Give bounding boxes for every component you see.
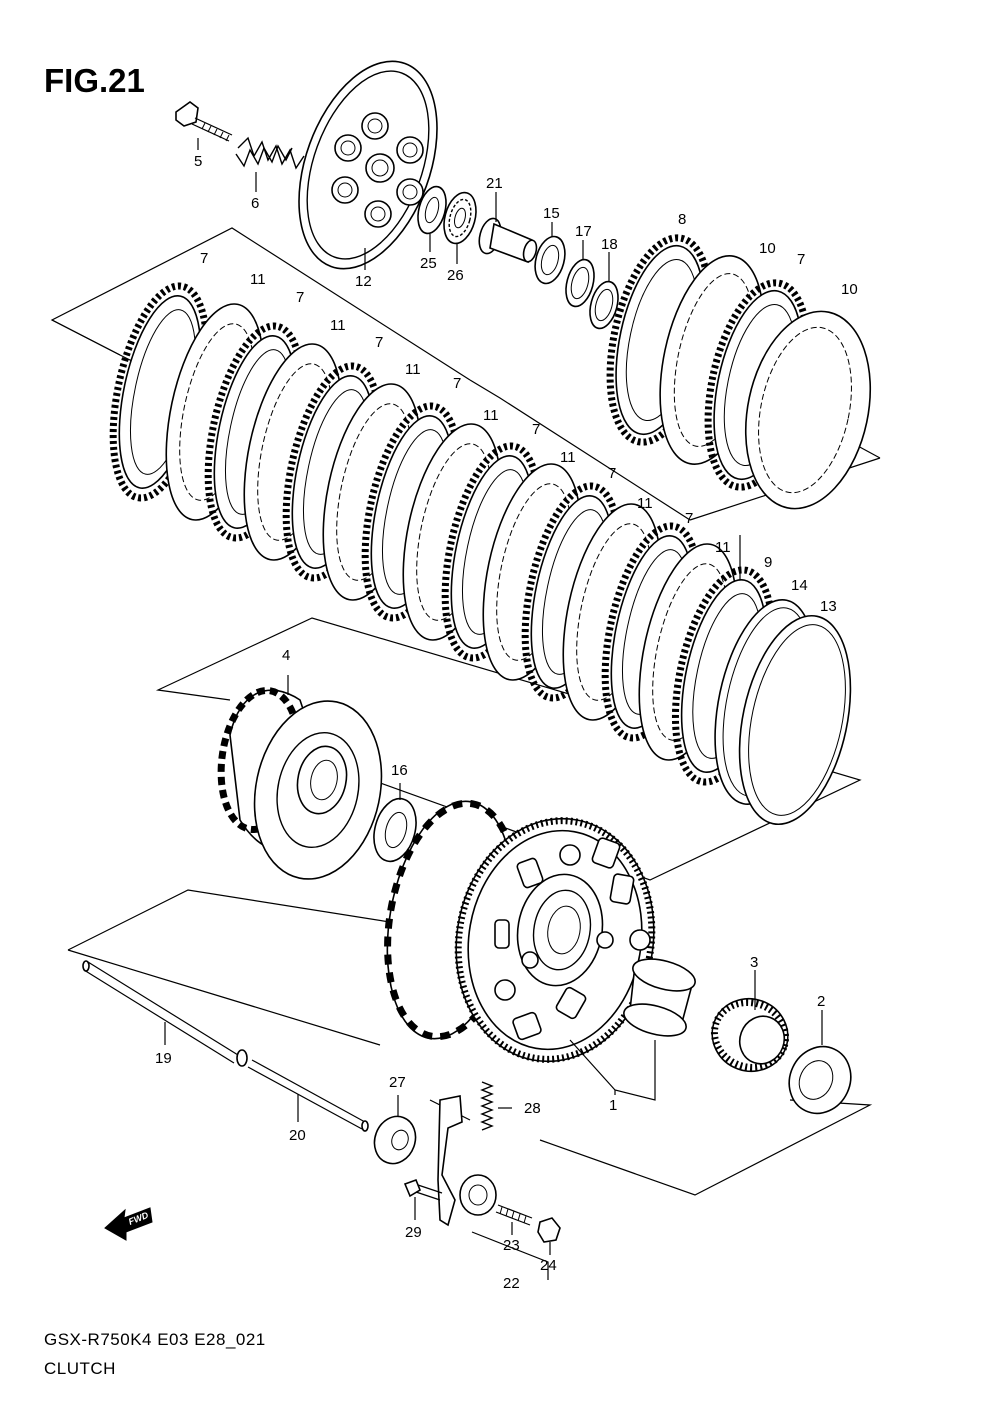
- washer-part-2: [788, 1010, 852, 1115]
- callout-9: 9: [764, 554, 772, 571]
- plate-stack-right: [606, 234, 872, 510]
- callout-7e: 7: [532, 421, 540, 438]
- callout-6: 6: [251, 195, 259, 212]
- section-name: CLUTCH: [44, 1359, 116, 1378]
- spring-part-6: [235, 136, 305, 192]
- washer-part-16: [373, 783, 417, 863]
- callout-7i: 7: [797, 251, 805, 268]
- pressure-plate-part-12: [298, 60, 438, 270]
- callout-10a: 10: [759, 240, 776, 257]
- callout-11d: 11: [483, 407, 499, 424]
- callout-7c: 7: [375, 334, 383, 351]
- callout-24: 24: [540, 1257, 557, 1274]
- callout-10b: 10: [841, 281, 858, 298]
- bolt-part-29: [403, 1178, 443, 1220]
- callout-14: 14: [791, 577, 808, 594]
- callout-11g: 11: [715, 539, 731, 556]
- spring-part-28: [480, 1081, 512, 1131]
- callout-11b: 11: [330, 317, 346, 334]
- callout-16: 16: [391, 762, 408, 779]
- forward-arrow-icon: FWD: [104, 1207, 153, 1241]
- clutch-housing-part-1: [384, 799, 696, 1101]
- callout-7f: 7: [608, 465, 616, 482]
- callout-19: 19: [155, 1050, 172, 1067]
- model-code: GSX-R750K4 E03 E28_021: [44, 1330, 266, 1349]
- callout-20: 20: [289, 1127, 306, 1144]
- callout-7g: 7: [685, 510, 693, 527]
- callout-13: 13: [820, 598, 837, 615]
- push-rod-part-20: [247, 1059, 369, 1132]
- callout-29: 29: [405, 1224, 422, 1241]
- bearing-part-15: [534, 222, 566, 285]
- callout-27: 27: [389, 1074, 406, 1091]
- plate-stack-main: [109, 282, 852, 826]
- callout-labels: 5 6 12 25 26 21 15 17 18 8 10 7 10 7 11 …: [155, 153, 858, 1292]
- callout-7b: 7: [296, 289, 304, 306]
- nut-part-24: [537, 1217, 561, 1255]
- callout-2: 2: [817, 993, 825, 1010]
- washer-part-18: [589, 252, 619, 330]
- callout-7a: 7: [200, 250, 208, 267]
- release-arm-part-22: [437, 1095, 549, 1280]
- callout-18: 18: [601, 236, 618, 253]
- callout-11a: 11: [250, 271, 266, 288]
- callout-4: 4: [282, 647, 290, 664]
- callout-17: 17: [575, 223, 592, 240]
- figure-title: FIG.21: [44, 62, 145, 99]
- spring-washer-part-13: [738, 614, 852, 826]
- bolt-part-5: [175, 101, 233, 150]
- washer-part-17: [565, 240, 595, 308]
- bearing-part-26: [443, 191, 477, 264]
- callout-3: 3: [750, 954, 758, 971]
- callout-5: 5: [194, 153, 202, 170]
- washer-part-25: [417, 185, 447, 252]
- callout-12: 12: [355, 273, 372, 290]
- needle-bearing-part-3: [710, 970, 790, 1073]
- callout-25: 25: [420, 255, 437, 272]
- callout-22: 22: [503, 1275, 520, 1292]
- callout-11f: 11: [637, 495, 653, 512]
- callout-1: 1: [609, 1097, 617, 1114]
- push-piece-part-21: [478, 192, 538, 264]
- callout-11e: 11: [560, 449, 576, 466]
- callout-15: 15: [543, 205, 560, 222]
- push-rod-part-19: [82, 960, 248, 1067]
- driven-plate-10: [744, 310, 872, 510]
- callout-7d: 7: [453, 375, 461, 392]
- callout-23: 23: [503, 1237, 520, 1254]
- callout-21: 21: [486, 175, 503, 192]
- adjuster-bolt-part-23: [495, 1204, 533, 1235]
- callout-11c: 11: [405, 361, 421, 378]
- sleeve-hub-part-4: [217, 675, 383, 880]
- callout-28: 28: [524, 1100, 541, 1117]
- callout-26: 26: [447, 267, 464, 284]
- oil-seal-part-27: [373, 1095, 417, 1165]
- callout-8: 8: [678, 211, 686, 228]
